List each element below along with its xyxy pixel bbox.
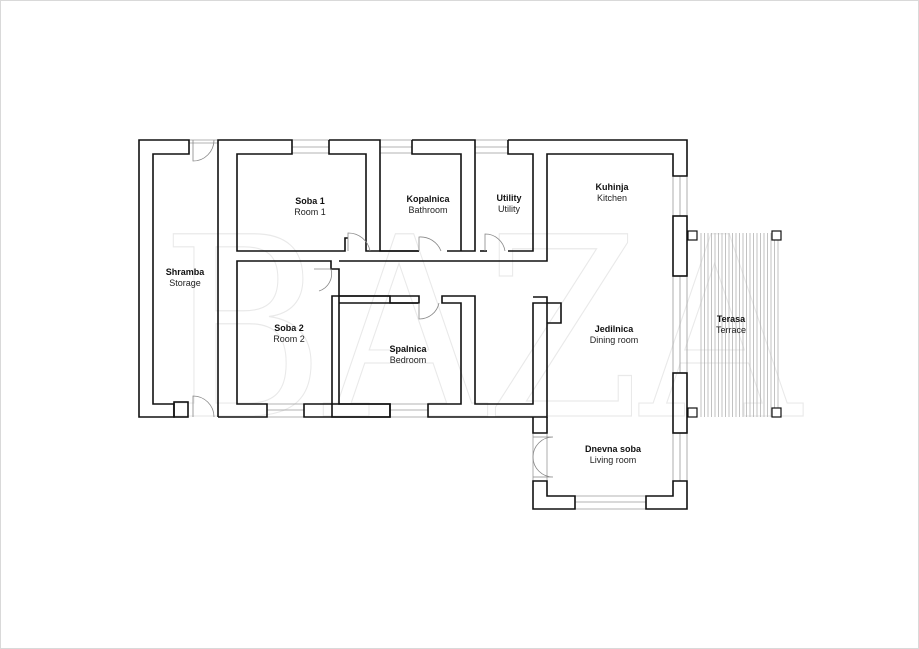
svg-text:Kitchen: Kitchen (597, 193, 627, 203)
svg-text:Dining room: Dining room (590, 335, 639, 345)
svg-text:Living room: Living room (590, 455, 637, 465)
terrace-post (771, 230, 782, 241)
walls (138, 139, 688, 510)
terrace-decking (700, 233, 779, 417)
svg-text:Kopalnica: Kopalnica (406, 194, 450, 204)
svg-text:Dnevna soba: Dnevna soba (585, 444, 642, 454)
room-label-storage: Shramba Storage (166, 267, 206, 288)
window-lines (153, 139, 688, 510)
room-label-utility: Utility Utility (496, 193, 521, 214)
svg-text:Terasa: Terasa (717, 314, 746, 324)
svg-text:Jedilnica: Jedilnica (595, 324, 635, 334)
room-label-bathroom: Kopalnica Bathroom (406, 194, 450, 215)
svg-text:Room 1: Room 1 (294, 207, 326, 217)
svg-text:Room 2: Room 2 (273, 334, 305, 344)
terrace-post (687, 230, 698, 241)
svg-text:Bedroom: Bedroom (390, 355, 427, 365)
terrace-post (771, 407, 782, 418)
svg-text:Storage: Storage (169, 278, 201, 288)
svg-text:Spalnica: Spalnica (389, 344, 427, 354)
svg-text:Utility: Utility (498, 204, 520, 214)
room-label-room2: Soba 2 Room 2 (273, 323, 305, 344)
svg-text:Kuhinja: Kuhinja (596, 182, 630, 192)
room-label-dining-room: Jedilnica Dining room (590, 324, 639, 345)
room-label-bedroom: Spalnica Bedroom (389, 344, 427, 365)
doors (192, 139, 554, 478)
terrace-post (687, 407, 698, 418)
room-label-living-room: Dnevna soba Living room (585, 444, 642, 465)
room-label-kitchen: Kuhinja Kitchen (596, 182, 630, 203)
svg-text:Shramba: Shramba (166, 267, 206, 277)
room-label-terrace: Terasa Terrace (716, 314, 746, 335)
svg-text:Bathroom: Bathroom (408, 205, 447, 215)
svg-text:Soba 1: Soba 1 (295, 196, 325, 206)
svg-text:Soba 2: Soba 2 (274, 323, 304, 333)
watermark: BAZA (161, 184, 803, 475)
room-label-room1: Soba 1 Room 1 (294, 196, 326, 217)
svg-text:Utility: Utility (496, 193, 521, 203)
svg-text:Terrace: Terrace (716, 325, 746, 335)
